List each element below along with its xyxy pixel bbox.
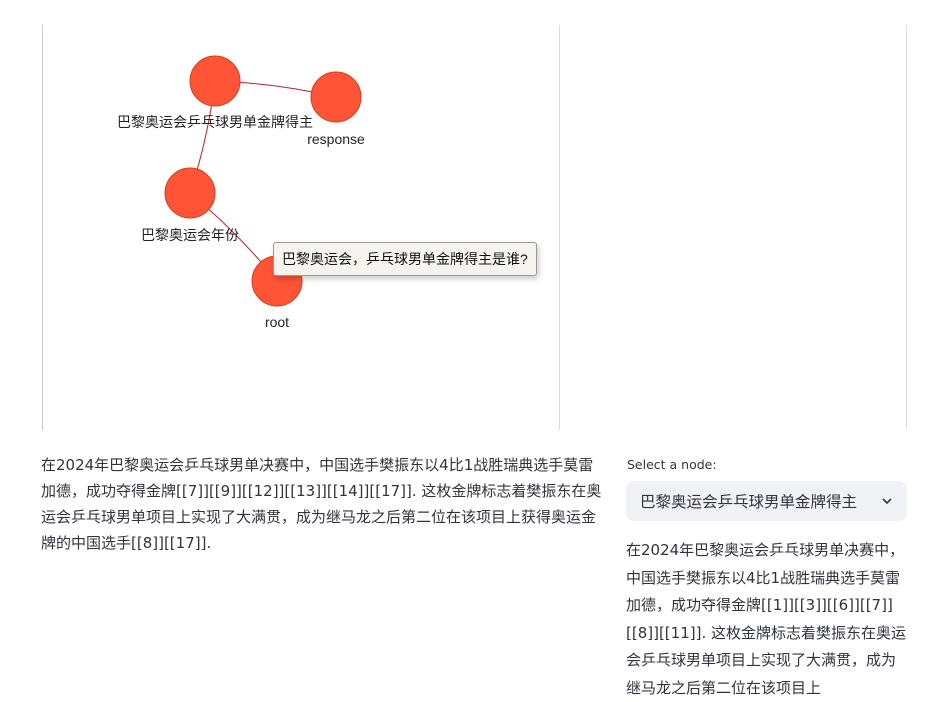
graph-frame-right-border [906, 25, 907, 430]
node-select-value: 巴黎奥运会乒乓球男单金牌得主 [640, 493, 858, 511]
graph-frame-left-border [42, 25, 43, 430]
graph-node-gold[interactable] [189, 55, 241, 107]
graph-node-label: 巴黎奥运会年份 [141, 227, 239, 243]
graph-frame-divider [559, 25, 560, 430]
chevron-down-icon [882, 498, 892, 505]
graph-node-label: 巴黎奥运会乒乓球男单金牌得主 [117, 114, 313, 130]
node-select-label: Select a node: [627, 457, 717, 472]
node-select[interactable]: 巴黎奥运会乒乓球男单金牌得主 [626, 481, 907, 521]
graph-node-label: response [307, 131, 365, 147]
node-tooltip: 巴黎奥运会，乒乓球男单金牌得主是谁? [273, 242, 537, 276]
graph-node-label: root [265, 314, 289, 330]
graph-node-response[interactable] [310, 71, 362, 123]
answer-text: 在2024年巴黎奥运会乒乓球男单决赛中，中国选手樊振东以4比1战胜瑞典选手莫雷加… [41, 456, 602, 552]
node-detail-text: 在2024年巴黎奥运会乒乓球男单决赛中，中国选手樊振东以4比1战胜瑞典选手莫雷加… [626, 541, 906, 697]
graph-node-year[interactable] [164, 167, 216, 219]
